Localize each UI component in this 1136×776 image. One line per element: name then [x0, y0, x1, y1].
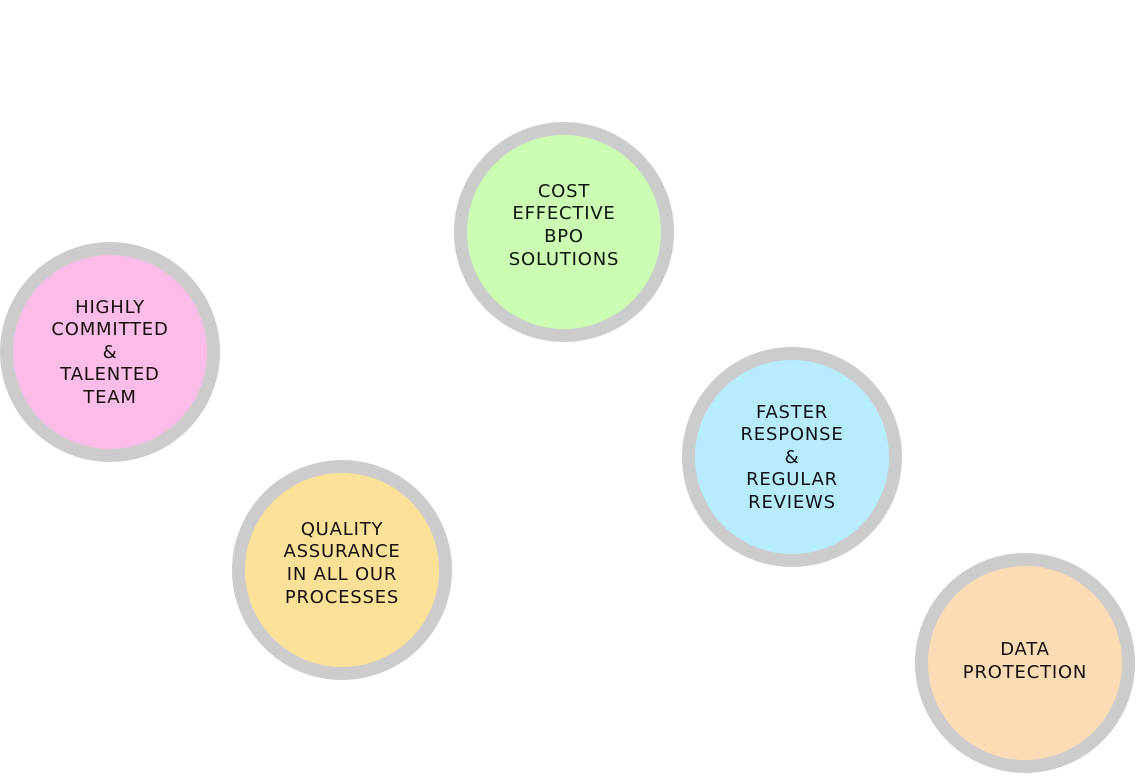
line: COST — [537, 180, 591, 202]
line: PROTECTION — [962, 662, 1088, 683]
line: & — [784, 446, 800, 468]
circle-quality-assurance-label: QUALITY ASSURANCE IN ALL OUR PROCESSES — [267, 519, 417, 609]
circle-faster-response-fill: FASTER RESPONSE & REGULAR REVIEWS — [695, 360, 889, 554]
line: TEAM — [83, 386, 137, 408]
circle-highly-committed-fill: HIGHLY COMMITTED & TALENTED TEAM — [13, 255, 207, 449]
line: & — [102, 341, 118, 363]
line: EFFECTIVE — [512, 203, 616, 225]
circle-cost-effective: COST EFFECTIVE BPO SOLUTIONS — [454, 122, 674, 342]
circle-faster-response-label: FASTER RESPONSE & REGULAR REVIEWS — [717, 402, 867, 515]
line: FASTER — [755, 401, 829, 423]
line: IN ALL OUR — [286, 564, 398, 585]
line: QUALITY — [300, 518, 384, 540]
circle-data-protection: DATA PROTECTION — [915, 553, 1135, 773]
line: BPO — [544, 226, 584, 247]
circle-highly-committed: HIGHLY COMMITTED & TALENTED TEAM — [0, 242, 220, 462]
line: PROCESSES — [284, 586, 400, 608]
circle-cost-effective-label: COST EFFECTIVE BPO SOLUTIONS — [489, 181, 639, 271]
line: RESPONSE — [740, 424, 844, 446]
circle-data-protection-label: DATA PROTECTION — [950, 639, 1100, 684]
circle-highly-committed-label: HIGHLY COMMITTED & TALENTED TEAM — [35, 297, 185, 410]
line: DATA — [1000, 639, 1050, 661]
circle-data-protection-fill: DATA PROTECTION — [928, 566, 1122, 760]
circle-quality-assurance: QUALITY ASSURANCE IN ALL OUR PROCESSES — [232, 460, 452, 680]
line: SOLUTIONS — [508, 248, 620, 270]
line: REVIEWS — [748, 491, 836, 513]
line: REGULAR — [746, 469, 838, 491]
circle-faster-response: FASTER RESPONSE & REGULAR REVIEWS — [682, 347, 902, 567]
line: COMMITTED — [51, 319, 169, 341]
line: ASSURANCE — [283, 541, 401, 563]
circle-cost-effective-fill: COST EFFECTIVE BPO SOLUTIONS — [467, 135, 661, 329]
line: TALENTED — [60, 364, 160, 386]
circle-quality-assurance-fill: QUALITY ASSURANCE IN ALL OUR PROCESSES — [245, 473, 439, 667]
line: HIGHLY — [75, 296, 145, 318]
